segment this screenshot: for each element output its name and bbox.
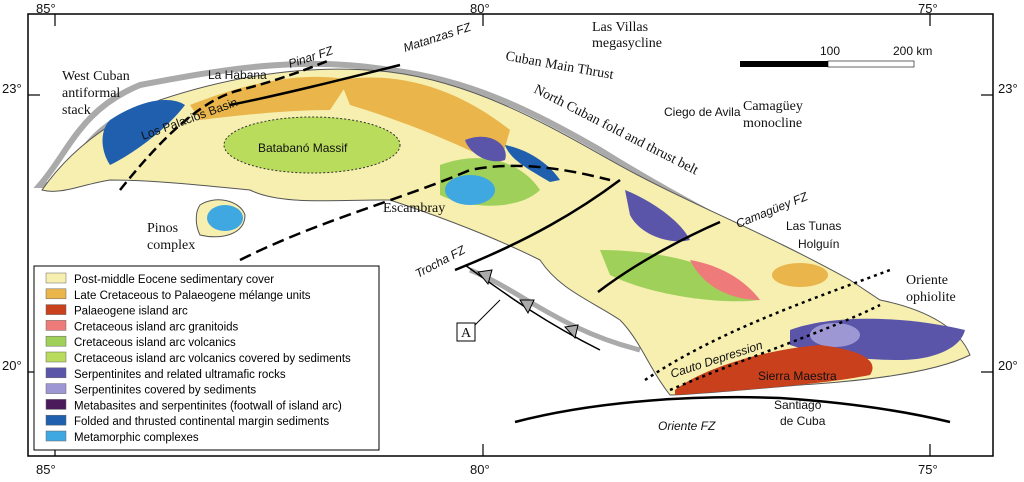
scale-bar-white: [827, 60, 915, 68]
label-ciego-de-avila: Ciego de Avila: [664, 105, 741, 119]
west-margin-sediments: [102, 100, 185, 165]
lon-bottom-85: 85°: [36, 462, 56, 477]
legend-label: Cretaceous island arc granitoids: [74, 321, 239, 333]
legend-label: Metabasites and serpentinites (footwall …: [74, 400, 342, 412]
label-las-villas-2: megasycline: [592, 36, 662, 51]
label-la-habana: La Habana: [208, 68, 267, 82]
camaguey-granitoids: [690, 260, 760, 300]
section-a-leader: [474, 299, 501, 326]
label-las-villas-1: Las Villas: [592, 20, 648, 35]
legend-swatch: [45, 430, 67, 442]
lat-left-23: 23°: [2, 81, 22, 96]
holguin-melange: [772, 263, 828, 287]
label-las-tunas: Las Tunas: [786, 219, 841, 233]
legend-label: Folded and thrusted continental margin s…: [74, 416, 329, 428]
scale-end: 200 km: [893, 44, 932, 58]
scale-bar-black: [740, 61, 828, 67]
legend-swatch: [45, 414, 67, 426]
north-margin-sediments: [505, 145, 560, 182]
label-pinos-2: complex: [147, 238, 195, 253]
legend-swatch: [45, 351, 67, 363]
legend-swatch: [45, 320, 67, 331]
sierra-maestra-arc: [675, 345, 873, 395]
legend-items: Post-middle Eocene sedimentary coverLate…: [45, 272, 351, 444]
serpentinites-covered: [810, 323, 860, 347]
legend-swatch: [45, 272, 67, 284]
legend-label: Metamorphic complexes: [74, 432, 199, 444]
label-west-cuban-3: stack: [62, 103, 91, 118]
legend-label: Late Cretaceous to Palaeogene mélange un…: [74, 290, 311, 302]
legend-label: Cretaceous island arc volcanics covered …: [74, 353, 351, 365]
label-matanzas-fz: Matanzas FZ: [402, 20, 474, 55]
legend-label: Post-middle Eocene sedimentary cover: [74, 274, 274, 286]
lon-top-85: 85°: [36, 1, 56, 16]
map-frame: [27, 13, 994, 457]
legend-swatch: [45, 288, 67, 300]
faults: [119, 58, 951, 424]
legend-swatch: [45, 383, 67, 394]
label-trocha-fz: Trocha FZ: [413, 242, 468, 280]
subduction-teeth: [477, 269, 579, 340]
lat-right-20: 20°: [998, 358, 1018, 373]
legend-label: Palaeogene island arc: [74, 306, 188, 318]
legend-swatch: [45, 399, 67, 410]
label-camaguey-mono-2: monocline: [743, 116, 802, 131]
label-santiago-2: de Cuba: [780, 414, 826, 428]
label-sierra-maestra: Sierra Maestra: [758, 369, 837, 383]
lat-right-23: 23°: [998, 81, 1018, 96]
label-batabano-massif: Batabanó Massif: [258, 141, 348, 155]
camaguey-serpentinites: [625, 190, 690, 242]
label-santiago-1: Santiago: [774, 398, 822, 412]
legend-label: Cretaceous island arc volcanics: [74, 337, 236, 349]
lon-top-80: 80°: [470, 1, 490, 16]
section-a-label: A: [461, 326, 472, 341]
label-pinos-1: Pinos: [147, 221, 178, 236]
escambray-metamorphic: [445, 175, 495, 205]
batabano-massif: [223, 116, 401, 174]
section-a-box: [456, 322, 476, 342]
legend-swatch: [45, 335, 67, 347]
label-oriente-fz: Oriente FZ: [658, 419, 716, 433]
scale-mid: 100: [820, 44, 840, 58]
label-camaguey-mono-1: Camagüey: [743, 99, 803, 114]
legend-box: [33, 265, 380, 451]
lat-left-20: 20°: [2, 358, 22, 373]
lon-top-75: 75°: [918, 1, 938, 16]
legend-swatch: [45, 304, 67, 315]
label-oriente-oph-1: Oriente: [906, 273, 948, 288]
legend-label: Serpentinites covered by sediments: [74, 385, 256, 397]
legend-label: Serpentinites and related ultramafic roc…: [74, 369, 286, 381]
label-holguin: Holguín: [798, 237, 839, 251]
label-cuban-main-thrust: Cuban Main Thrust: [504, 49, 614, 83]
legend-swatch: [45, 367, 67, 379]
villaclara-serpentinites: [465, 136, 506, 162]
label-escambray: Escambray: [383, 201, 445, 216]
pinos-metamorphic: [207, 205, 243, 231]
label-west-cuban-1: West Cuban: [62, 69, 130, 84]
label-oriente-oph-2: ophiolite: [906, 290, 956, 305]
label-west-cuban-2: antiformal: [62, 86, 120, 101]
lon-bottom-80: 80°: [470, 462, 490, 477]
lon-bottom-75: 75°: [918, 462, 938, 477]
